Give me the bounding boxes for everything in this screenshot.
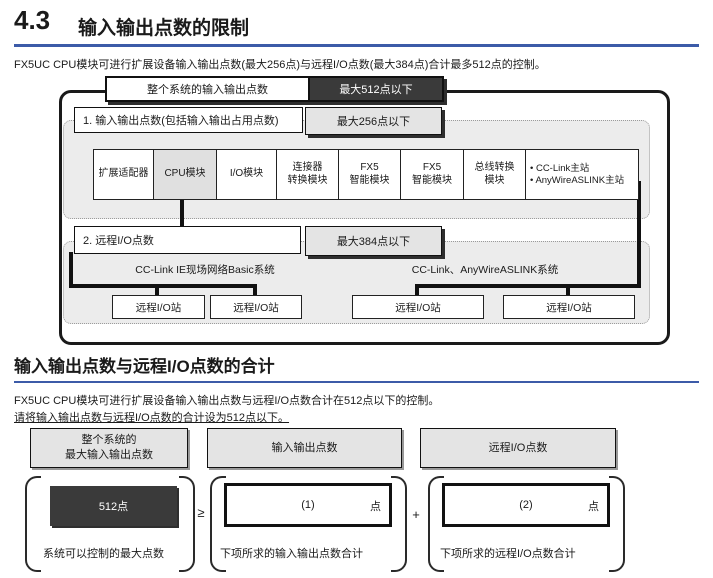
page-title: 输入输出点数的限制 bbox=[78, 18, 250, 39]
title-rule bbox=[14, 44, 699, 47]
io-points-placeholder: (1) bbox=[301, 499, 315, 511]
module-fx5-intelligent-2: FX5 智能模块 bbox=[400, 149, 464, 200]
network-label-cclink-anywire: CC-Link、AnyWireASLINK系统 bbox=[411, 263, 559, 276]
system-io-limit-badge: 最大512点以下 bbox=[310, 78, 442, 100]
remote-station-1: 远程I/O站 bbox=[112, 295, 205, 319]
module-bus-conversion: 总线转换 模块 bbox=[463, 149, 526, 200]
bracket-right-3 bbox=[609, 476, 625, 572]
module-master-stations: • CC-Link主站 • AnyWireASLINK主站 bbox=[525, 149, 639, 200]
network-label-cclink-ie: CC-Link IE现场网络Basic系统 bbox=[135, 263, 275, 276]
module-row: 扩展适配器 CPU模块 I/O模块 连接器 转换模块 FX5 智能模块 FX5 … bbox=[93, 149, 639, 200]
io-points-unit: 点 bbox=[370, 501, 381, 513]
max-points-caption: 系统可以控制的最大点数 bbox=[43, 548, 164, 560]
section2-paragraph2: 请将输入输出点数与远程I/O点数的合计设为512点以下。 bbox=[14, 412, 290, 424]
io-points-limit-badge: 最大256点以下 bbox=[305, 107, 442, 135]
bracket-left-2 bbox=[210, 476, 226, 572]
total-points-header: 整个系统的 最大输入输出点数 bbox=[30, 428, 188, 468]
remote-station-4: 远程I/O站 bbox=[503, 295, 635, 319]
remote-io-limit-badge: 最大384点以下 bbox=[305, 226, 442, 256]
right-supply-line bbox=[637, 181, 641, 288]
io-points-header: 输入输出点数 bbox=[207, 428, 402, 468]
remote-station-2: 远程I/O站 bbox=[210, 295, 302, 319]
remote-io-label: 2. 远程I/O点数 bbox=[74, 226, 301, 254]
cpu-connector-line bbox=[180, 200, 184, 228]
section2-rule bbox=[14, 381, 699, 383]
right-bus-stem1 bbox=[415, 284, 419, 295]
master-station-cclink: • CC-Link主站 bbox=[530, 162, 590, 174]
remote-points-unit: 点 bbox=[588, 501, 599, 513]
operator-gte: ≥ bbox=[197, 504, 205, 520]
remote-points-header: 远程I/O点数 bbox=[420, 428, 616, 468]
io-points-value-box: (1) 点 bbox=[224, 483, 392, 527]
remote-points-placeholder: (2) bbox=[519, 499, 533, 511]
system-io-header: 整个系统的输入输出点数 最大512点以下 bbox=[105, 76, 444, 102]
master-station-anywire: • AnyWireASLINK主站 bbox=[530, 174, 625, 186]
remote-points-caption: 下项所求的远程I/O点数合计 bbox=[440, 548, 576, 560]
io-points-caption: 下项所求的输入输出点数合计 bbox=[220, 548, 363, 560]
system-io-label: 整个系统的输入输出点数 bbox=[107, 78, 310, 100]
bracket-left-1 bbox=[25, 476, 41, 572]
module-fx5-intelligent-1: FX5 智能模块 bbox=[338, 149, 401, 200]
module-connector-conversion: 连接器 转换模块 bbox=[276, 149, 339, 200]
section-number: 4.3 bbox=[14, 5, 51, 35]
left-bus-stem2 bbox=[253, 284, 257, 295]
module-io: I/O模块 bbox=[216, 149, 277, 200]
remote-points-value-box: (2) 点 bbox=[442, 483, 610, 527]
bracket-right-2 bbox=[391, 476, 407, 572]
section2-title: 输入输出点数与远程I/O点数的合计 bbox=[14, 357, 275, 376]
module-cpu: CPU模块 bbox=[153, 149, 217, 200]
module-expansion-adapter: 扩展适配器 bbox=[93, 149, 154, 200]
left-bus-line bbox=[69, 284, 257, 288]
left-supply-line bbox=[69, 252, 73, 288]
remote-station-3: 远程I/O站 bbox=[352, 295, 484, 319]
io-points-label: 1. 输入输出点数(包括输入输出占用点数) bbox=[74, 107, 303, 133]
intro-paragraph: FX5UC CPU模块可进行扩展设备输入输出点数(最大256点)与远程I/O点数… bbox=[14, 59, 546, 71]
bracket-left-3 bbox=[428, 476, 444, 572]
bracket-right-1 bbox=[179, 476, 195, 572]
operator-plus: + bbox=[412, 506, 420, 522]
right-bus-stem2 bbox=[566, 284, 570, 295]
section2-paragraph1: FX5UC CPU模块可进行扩展设备输入输出点数与远程I/O点数合计在512点以… bbox=[14, 395, 440, 407]
left-bus-stem1 bbox=[155, 284, 159, 295]
right-bus-line bbox=[415, 284, 641, 288]
max-points-value-box: 512点 bbox=[50, 486, 177, 526]
